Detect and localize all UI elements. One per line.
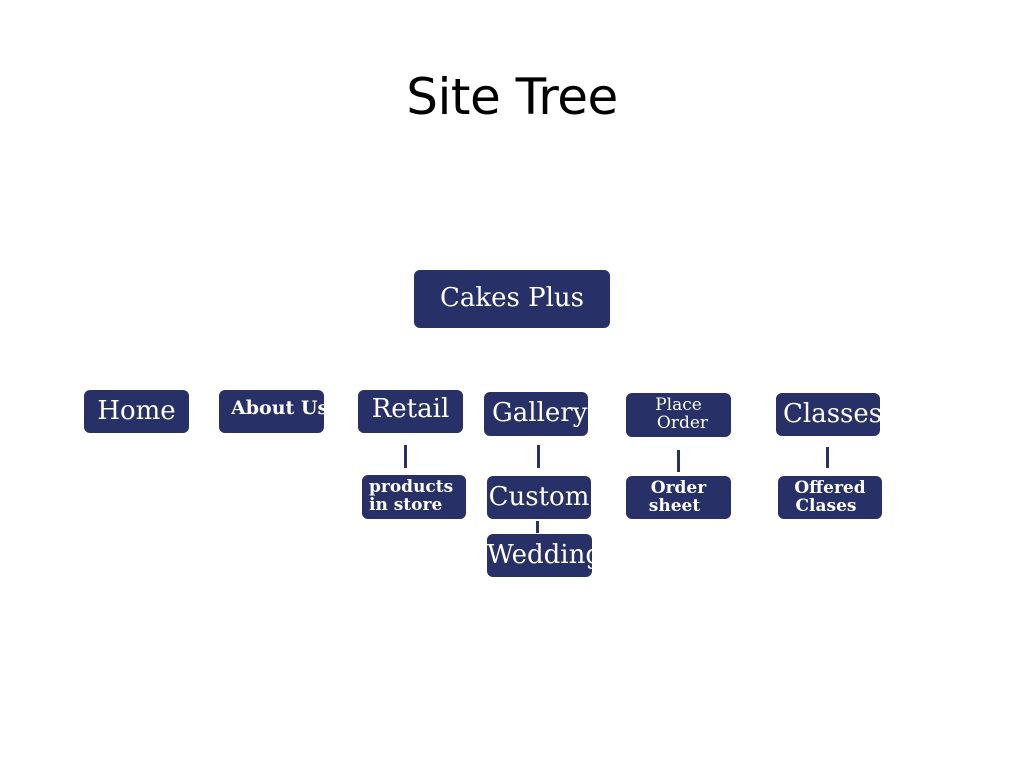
node-products-line1: products [369,477,454,498]
node-wedding: Wedding [487,534,592,577]
connector-gallery-custom [537,445,540,468]
node-about-us: About Us [219,390,324,433]
node-classes-label: Classes [783,398,880,429]
node-offered-clases: Offered Clases [778,476,882,519]
connector-retail-products [404,445,407,468]
page-title: Site Tree [406,68,618,126]
node-order-sheet: Order sheet [626,476,731,519]
node-retail-label: Retail [371,393,450,424]
node-wedding-label: Wedding [487,539,592,570]
node-offered-line1: Offered [794,477,866,498]
connector-classes-offered [826,447,829,468]
node-place-order: Place Order [626,393,731,437]
node-place-order-line2: Order [656,413,709,433]
node-place-order-line1: Place [655,395,702,416]
node-retail: Retail [358,390,463,433]
node-offered-line2: Clases [795,495,857,516]
connector-custom-wedding [536,521,539,533]
node-about-us-label: About Us [231,396,324,419]
connector-place-order-sheet [677,450,680,472]
node-order-sheet-line2: sheet [648,495,701,516]
node-custom-label: Custom [488,481,590,512]
node-classes: Classes [776,393,880,436]
node-cakes-plus-label: Cakes Plus [439,283,585,314]
node-gallery-label: Gallery [492,398,588,429]
node-home: Home [84,390,189,433]
node-products-in-store: products in store [362,475,466,519]
node-products-line2: in store [369,495,443,515]
node-order-sheet-line1: Order [650,477,707,498]
node-custom: Custom [487,476,591,519]
node-gallery: Gallery [484,392,588,436]
node-home-label: Home [97,395,176,426]
node-cakes-plus: Cakes Plus [414,270,610,328]
